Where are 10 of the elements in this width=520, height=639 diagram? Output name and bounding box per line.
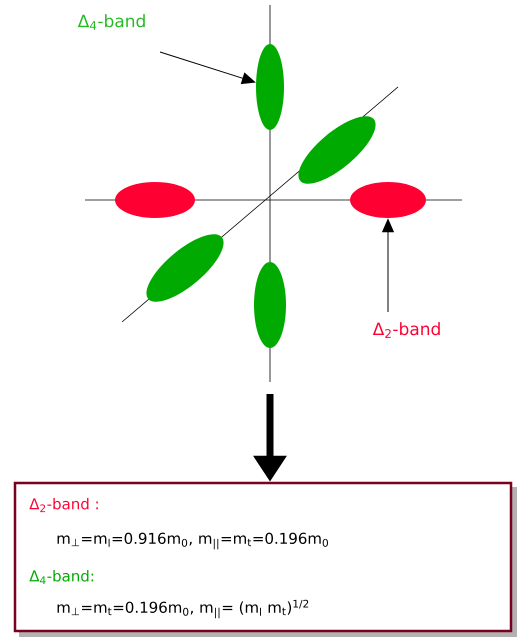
band-ellipse — [254, 262, 286, 348]
band-ellipse — [350, 182, 426, 218]
band-heading: Δ$_{4}$-band: — [29, 570, 94, 584]
band-label: Δ$_{4}$-band — [78, 14, 145, 30]
band-heading: Δ$_{2}$-band : — [29, 498, 98, 512]
mass-formula: m$_{⊥}$=m$_{l}$=0.916m$_{0}$, m$_{||}$=m$_{t}$=0.196m$_{0}$ — [58, 532, 328, 550]
band-ellipse — [256, 44, 284, 130]
mass-formula: m$_{⊥}$=m$_{t}$=0.196m$_{0}$, m$_{||}$= (m$_{l}$ m$_{t}$)$^{1/2}$ — [58, 600, 308, 618]
band-ellipse — [115, 182, 195, 218]
band-label: Δ$_{2}$-band — [372, 322, 440, 338]
